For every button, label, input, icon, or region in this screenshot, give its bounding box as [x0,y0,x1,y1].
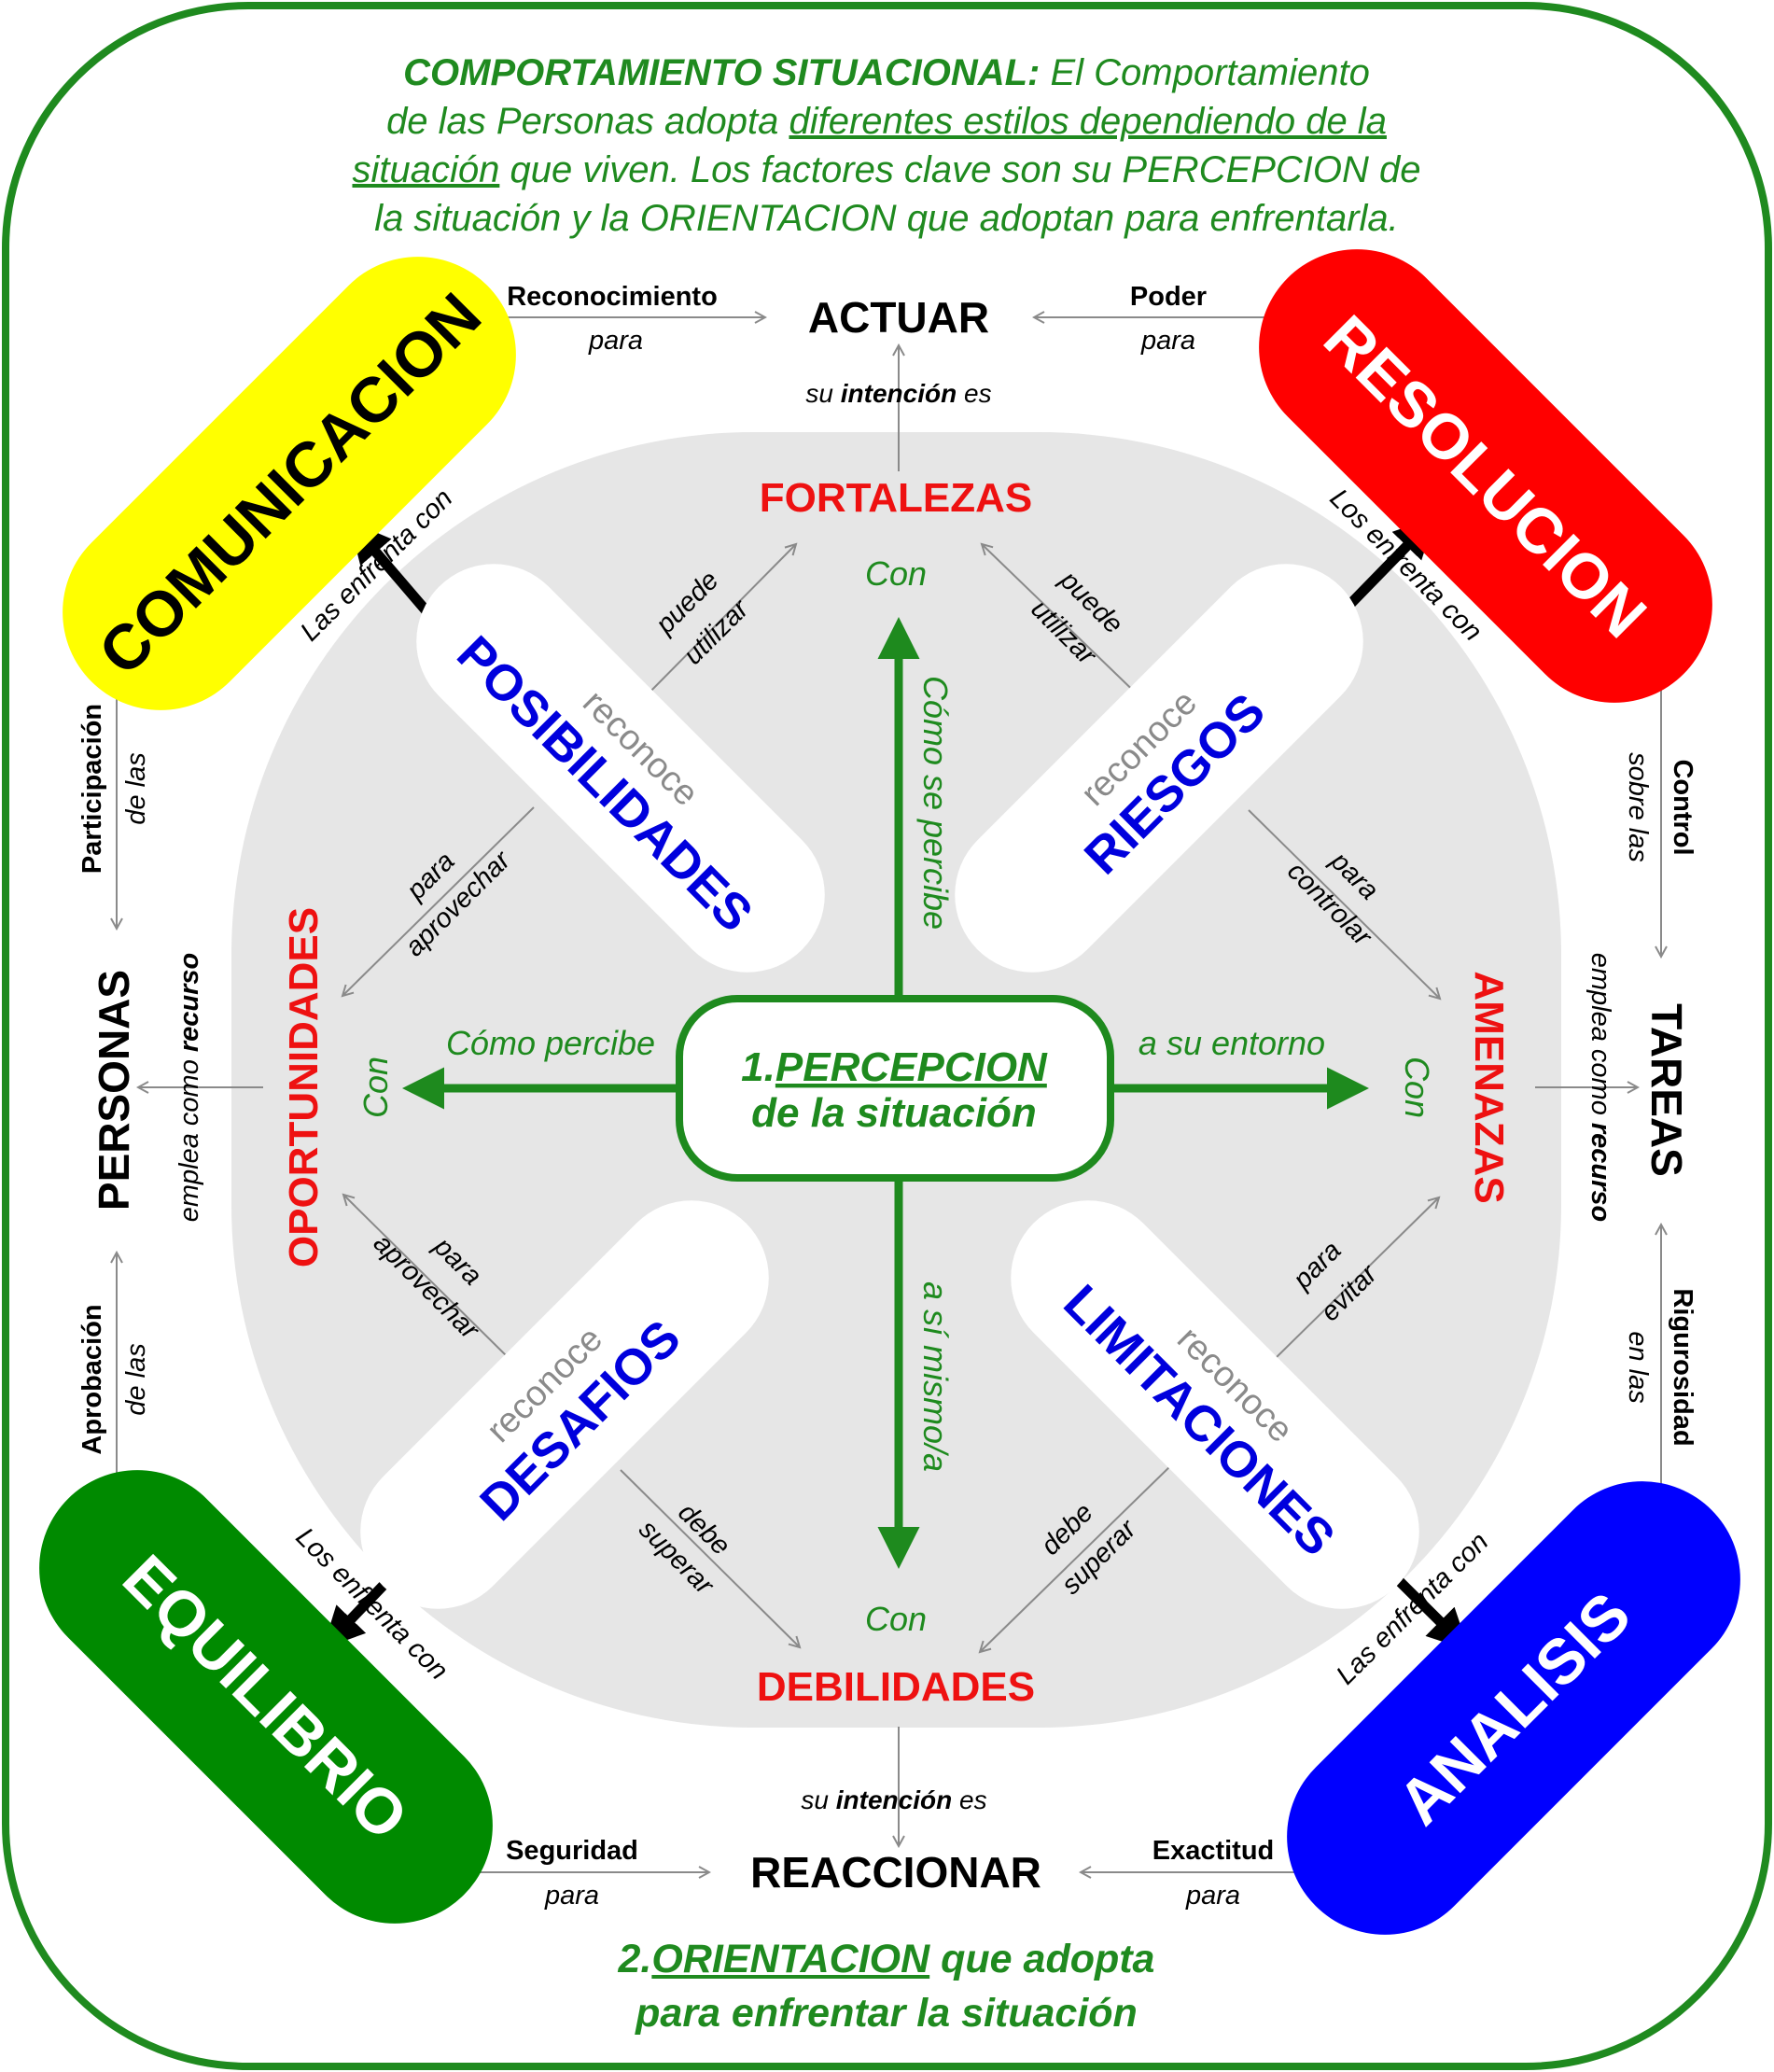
center-box [676,995,1114,1182]
reconocimiento-label: Reconocimiento [507,282,718,312]
intencion-reaccionar-word: intención [836,1785,952,1814]
connector-posibilidades-fortalezas [636,544,796,706]
connector-limitaciones-amenazas [1275,1197,1439,1359]
orientation-footer: 2.ORIENTACION que adopta para enfrentar … [420,1932,1353,2040]
node-oportunidades: OPORTUNIDADES [281,907,327,1267]
intro-line-3: situación que viven. Los factores clave … [280,146,1493,194]
connector-riesgos-fortalezas [982,544,1149,706]
rigurosidad-label: Rigurosidad [1668,1288,1697,1446]
connector-posibilidades-oportunidades [342,806,535,996]
style-equilibrio: EQUILIBRIO [39,1470,493,1924]
aprobacion-label: Aprobación [77,1304,107,1454]
para-seguridad-label: para [544,1881,599,1911]
poder-label: Poder [1130,282,1207,312]
con-left-label: Con [356,1057,395,1118]
de-las-top-label: de las [121,752,151,824]
seguridad-label: Seguridad [506,1836,638,1866]
emplea-left-text: emplea como [175,1052,204,1222]
intro-line-3-rest: que viven. Los factores clave son su PER… [499,149,1421,190]
en-las-label: en las [1623,1331,1653,1403]
intro-line-2-start: de las Personas adopta [386,101,789,142]
pill-posibilidades-shape [416,564,825,973]
footer-rest: que adopta [929,1937,1155,1981]
pill-riesgos-shape [955,564,1363,973]
center-subtitle: de la situación [751,1090,1037,1136]
participacion-label: Participación [77,704,107,874]
intencion-actuar-word: intención [841,379,957,408]
footer-line-2: para enfrentar la situación [636,1991,1138,2036]
node-amenazas: AMENAZAS [1466,971,1512,1203]
intencion-actuar-su: su [805,379,840,408]
connector-desafios-debilidades [620,1469,800,1647]
control-label: Control [1668,759,1697,855]
intencion-reaccionar-es: es [952,1785,986,1814]
pill-limitaciones-shape [1011,1200,1419,1609]
style-equilibrio-shape [39,1470,493,1924]
para-reconocimiento-label: para [588,326,643,356]
intro-line-2: de las Personas adopta diferentes estilo… [280,97,1493,146]
style-comunicacion-shape [63,257,516,710]
intencion-reaccionar-label: su intención es [801,1785,986,1814]
center-prefix: 1. [741,1044,775,1090]
footer-word: ORIENTACION [651,1937,930,1981]
emplea-recurso-left-label: emplea como recurso [175,953,204,1223]
footer-line-1: 2.ORIENTACION que adopta [420,1932,1353,1986]
exactitud-label: Exactitud [1152,1836,1275,1866]
style-analisis-shape [1287,1481,1740,1935]
style-resolucion-shape [1259,249,1712,703]
intencion-reaccionar-su: su [801,1785,835,1814]
node-reaccionar: REACCIONAR [750,1848,1041,1897]
para-exactitud-label: para [1185,1881,1240,1911]
con-bottom-label: Con [865,1600,927,1638]
como-percibe-label: Cómo percibe [446,1024,655,1062]
emplea-recurso-right-label: emplea como recurso [1585,953,1615,1223]
connector-riesgos-amenazas [1248,809,1440,999]
intencion-actuar-es: es [957,379,991,408]
node-personas: PERSONAS [90,970,138,1211]
a-su-entorno-label: a su entorno [1138,1024,1325,1062]
pill-desafios-shape [360,1200,769,1609]
con-top-label: Con [865,554,927,593]
node-actuar: ACTUAR [808,293,989,342]
node-fortalezas: FORTALEZAS [760,475,1033,521]
recurso-right-text: recurso [1585,1123,1615,1222]
intro-line-1: COMPORTAMIENTO SITUACIONAL: El Comportam… [280,49,1493,97]
intro-underlined-2: situación [352,149,500,190]
node-debilidades: DEBILIDADES [757,1664,1035,1710]
emplea-right-text: emplea como [1585,953,1615,1123]
node-tareas: TAREAS [1642,1003,1691,1177]
a-si-mismo-label: a sí mismo/a [916,1281,955,1472]
intencion-actuar-label: su intención es [805,379,991,408]
para-poder-label: para [1140,326,1195,356]
intro-line-1-rest: El Comportamiento [1050,52,1370,93]
footer-prefix: 2. [618,1937,652,1981]
intro-line-4: la situación y la ORIENTACION que adopta… [374,198,1399,239]
como-se-percibe-label: Cómo se percibe [916,676,955,930]
intro-title: COMPORTAMIENTO SITUACIONAL: [403,52,1041,93]
recurso-left-text: recurso [175,953,204,1052]
connector-limitaciones-debilidades [980,1464,1172,1652]
center-word: PERCEPCION [775,1044,1048,1090]
con-right-label: Con [1398,1057,1436,1118]
center-title: 1.PERCEPCION [741,1044,1048,1090]
connector-desafios-oportunidades [343,1195,510,1359]
sobre-las-label: sobre las [1623,752,1653,862]
intro-paragraph: COMPORTAMIENTO SITUACIONAL: El Comportam… [280,49,1493,243]
de-las-bottom-label: de las [121,1343,151,1415]
intro-underlined-1: diferentes estilos dependiendo de la [789,101,1387,142]
